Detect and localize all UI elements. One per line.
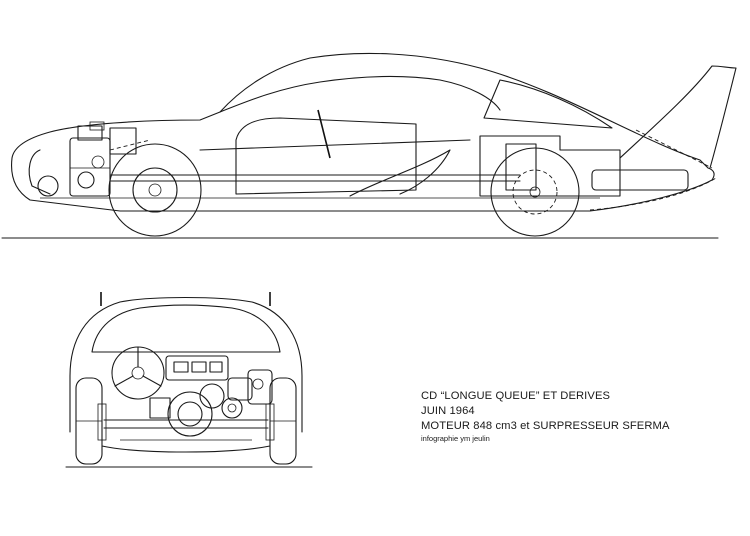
door-panel xyxy=(235,117,417,195)
tail-dashed-upper xyxy=(635,129,713,169)
windshield xyxy=(91,304,281,353)
front-wheel xyxy=(108,143,202,237)
front-hub-inner xyxy=(148,183,162,197)
front-underbody xyxy=(101,445,271,453)
rear-bay xyxy=(479,135,621,197)
chassis-beam xyxy=(199,139,471,151)
front-right-wheel xyxy=(265,377,297,465)
steering-wheel xyxy=(111,346,165,400)
fuel-tank xyxy=(505,143,537,191)
rear-hub-inner xyxy=(529,186,541,198)
caption-date: JUIN 1964 xyxy=(421,405,475,417)
caption-engine: MOTEUR 848 cm3 et SURPRESSEUR SFERMA xyxy=(421,420,670,432)
caption-credit: infographie ym jeulin xyxy=(421,434,490,443)
caption-block: CD “LONGUE QUEUE” ET DERIVES JUIN 1964 M… xyxy=(421,389,670,444)
caption-title: CD “LONGUE QUEUE” ET DERIVES xyxy=(421,390,611,402)
front-left-wheel xyxy=(75,377,107,465)
front-engine-cluster xyxy=(149,355,273,437)
rear-wheel xyxy=(490,147,580,237)
engine-assembly xyxy=(28,121,151,197)
seat-back xyxy=(317,109,331,159)
canopy xyxy=(219,75,501,113)
rear-fender xyxy=(349,149,451,197)
front-hub xyxy=(132,167,178,213)
side-window xyxy=(483,79,613,129)
rear-hub xyxy=(512,169,558,215)
rear-exhaust-box xyxy=(591,169,689,191)
front-body-shell xyxy=(69,296,303,433)
body-outline xyxy=(10,52,715,212)
tail-fin xyxy=(619,65,737,169)
tail-dashed-line xyxy=(589,177,717,211)
